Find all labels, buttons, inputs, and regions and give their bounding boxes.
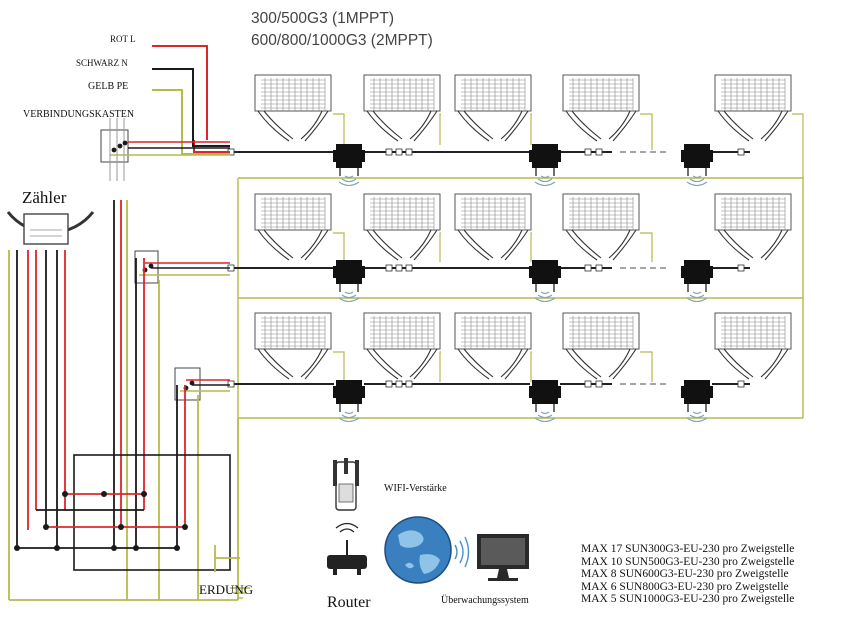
solar-panel <box>714 74 792 142</box>
header-line-2: 600/800/1000G3 (2MPPT) <box>251 32 433 49</box>
wire-label-schwarz: SCHWARZ N <box>76 58 128 68</box>
string-row-1 <box>227 74 804 187</box>
wire-label-gelb: GELB PE <box>88 81 129 92</box>
globe-icon <box>384 516 452 584</box>
wifi-extender-label: WIFI-Verstärke <box>384 483 447 494</box>
junction-box-label: VERBINDUNGSKASTEN <box>23 109 135 120</box>
solar-panel <box>254 74 332 142</box>
junction-box-1 <box>100 118 230 181</box>
solar-panel <box>714 193 792 261</box>
wire-label-rot: ROT L <box>110 34 136 44</box>
microinverter <box>332 259 366 293</box>
microinverter <box>332 143 366 177</box>
solar-panel <box>562 193 640 261</box>
distribution-box <box>9 454 250 601</box>
microinverter <box>680 379 714 413</box>
solar-panel <box>714 312 792 380</box>
limit-line: MAX 6 SUN800G3-EU-230 pro Zweigstelle <box>581 580 789 593</box>
microinverter <box>332 379 366 413</box>
solar-panel <box>562 74 640 142</box>
microinverter <box>528 259 562 293</box>
mains-input-wires <box>152 45 230 155</box>
limit-line: MAX 5 SUN1000G3-EU-230 pro Zweigstelle <box>581 593 795 606</box>
header-line-1: 300/500G3 (1MPPT) <box>251 10 395 27</box>
string-row-2 <box>227 193 792 303</box>
wifi-extender-icon <box>333 458 359 511</box>
microinverter <box>528 143 562 177</box>
solar-panel <box>363 193 441 261</box>
meter <box>6 211 95 245</box>
limit-line: MAX 8 SUN600G3-EU-230 pro Zweigstelle <box>581 568 789 581</box>
limit-line: MAX 17 SUN300G3-EU-230 pro Zweigstelle <box>581 543 795 555</box>
solar-panel <box>454 74 532 142</box>
microinverter <box>680 143 714 177</box>
solar-panel <box>454 312 532 380</box>
monitoring-label: Überwachungssystem <box>441 595 529 606</box>
signal-waves-icon <box>454 536 470 568</box>
distribution-wires <box>8 200 239 600</box>
ground-label: ERDUNG <box>199 582 254 597</box>
limit-line: MAX 10 SUN500G3-EU-230 pro Zweigstelle <box>581 555 795 568</box>
solar-panel <box>363 74 441 142</box>
router-label: Router <box>327 594 371 611</box>
solar-panel <box>254 193 332 261</box>
solar-panel <box>454 193 532 261</box>
solar-panel <box>562 312 640 380</box>
row-frames <box>237 177 804 419</box>
limits-list: MAX 17 SUN300G3-EU-230 pro Zweigstelle M… <box>581 543 794 606</box>
solar-panel <box>254 312 332 380</box>
junction-box-2 <box>134 250 230 284</box>
meter-label: Zähler <box>22 188 67 207</box>
monitor-icon <box>477 534 529 581</box>
string-row-3 <box>227 312 792 423</box>
junction-box-3 <box>174 367 230 401</box>
solar-panel <box>363 312 441 380</box>
microinverter <box>528 379 562 413</box>
microinverter <box>680 259 714 293</box>
router-icon <box>327 522 367 575</box>
